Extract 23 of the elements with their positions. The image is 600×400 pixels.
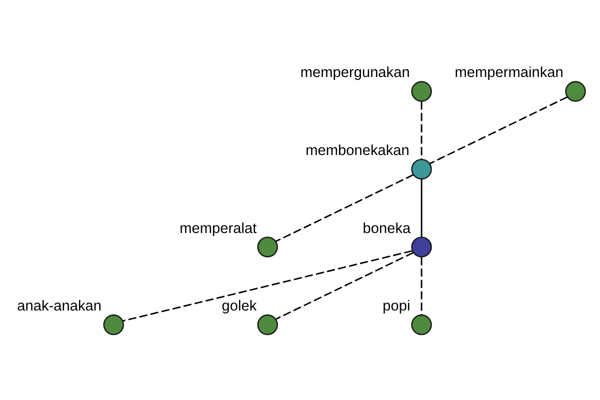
node-label: popi <box>382 298 410 315</box>
connector <box>420 179 422 237</box>
node-label: mempermainkan <box>454 65 564 82</box>
node-circle <box>411 236 432 258</box>
node-label: mempergunakan <box>300 65 410 82</box>
connector <box>430 96 568 164</box>
node-label: membonekakan <box>306 142 410 159</box>
node-label: boneka <box>362 220 411 237</box>
node-circle <box>411 158 432 180</box>
node-circle <box>103 314 124 336</box>
connector <box>276 174 414 242</box>
node-label: anak-anakan <box>17 298 102 315</box>
connector <box>420 257 422 315</box>
node-circle <box>411 314 432 336</box>
node-circle <box>257 236 278 258</box>
connector <box>276 252 414 320</box>
node-circle <box>411 81 432 102</box>
connector <box>420 102 422 160</box>
connector <box>122 250 412 322</box>
node-label: memperalat <box>180 220 257 237</box>
node-circle <box>257 314 278 336</box>
node-circle <box>565 81 586 102</box>
node-label: golek <box>222 298 257 315</box>
